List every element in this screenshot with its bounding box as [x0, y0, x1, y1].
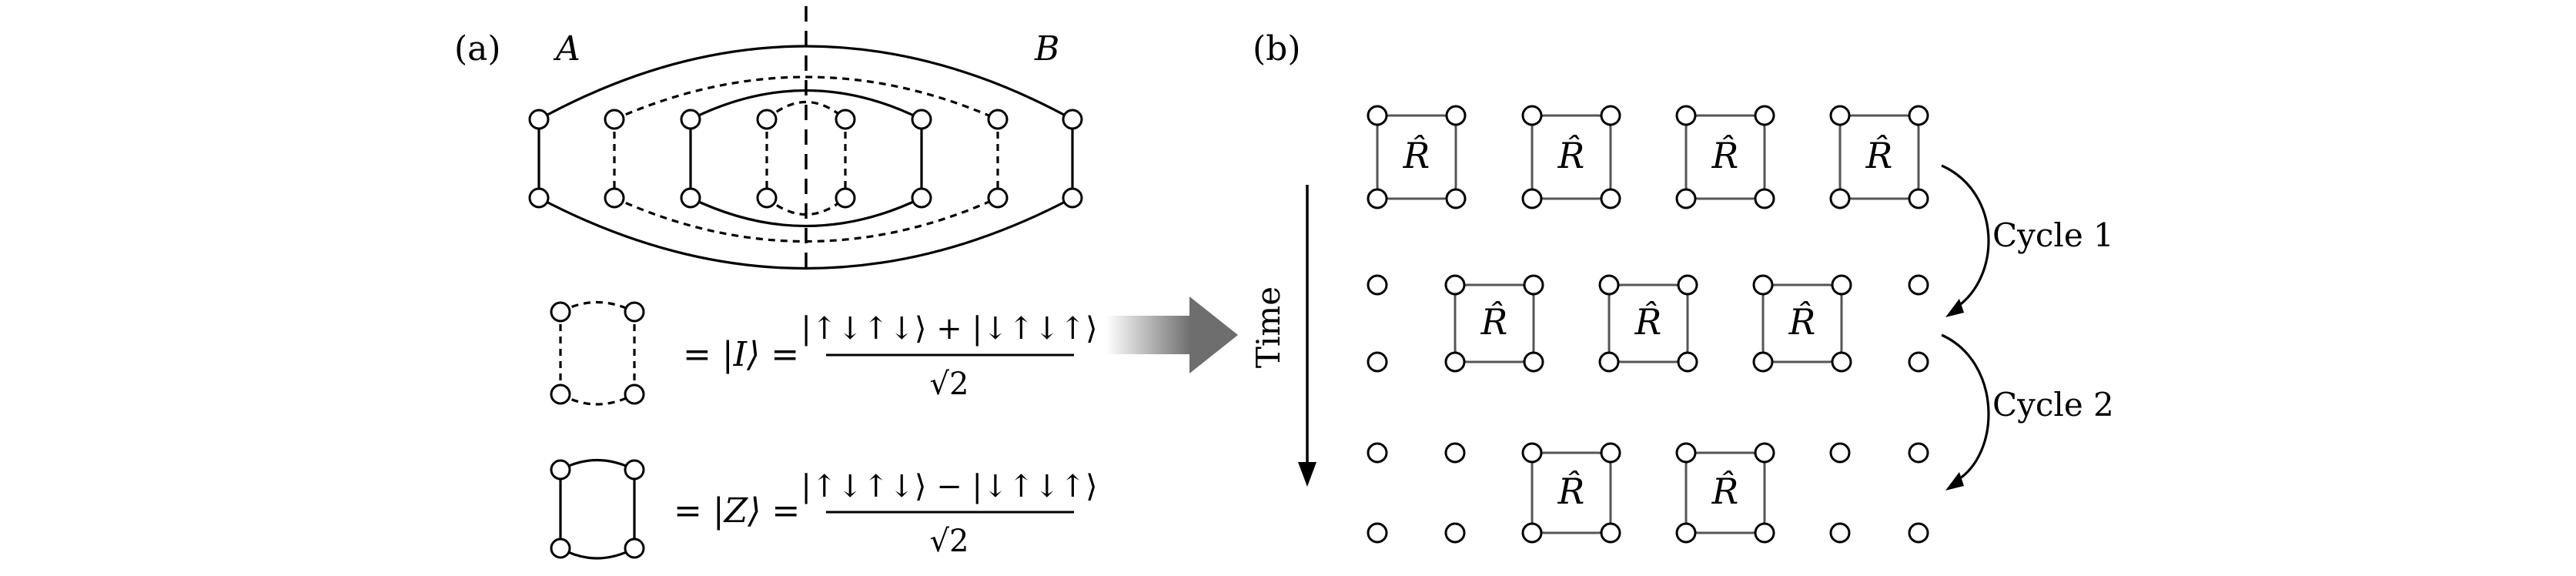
free-site: [1367, 442, 1388, 464]
r-operator: R̂: [1521, 442, 1621, 544]
free-site: [1908, 351, 1929, 373]
equation-i-denominator: √2: [930, 367, 969, 402]
cycle-2-label: Cycle 2: [1992, 386, 2114, 424]
equation-z-numerator: |↑↓↑↓⟩ − |↓↑↓↑⟩: [801, 469, 1097, 504]
r-operator: R̂: [1752, 274, 1852, 373]
r-operator-label: R̂: [1865, 135, 1893, 176]
panel-b-label: (b): [1253, 29, 1301, 69]
equation-z: = |Z⟩ = |↑↓↑↓⟩ − |↓↑↓↑⟩ √2: [674, 469, 1098, 559]
free-site: [1829, 442, 1851, 464]
panel-b: (b) Time R̂ R̂ R̂: [1250, 29, 2114, 544]
r-operator-label: R̂: [1557, 135, 1585, 176]
free-site: [1444, 442, 1466, 464]
r-operator: R̂: [1829, 105, 1929, 209]
row-1-operators: R̂ R̂ R̂ R̂: [1367, 105, 1929, 209]
cycle-1-arrow: [1941, 164, 1990, 317]
transition-arrow: [1106, 296, 1238, 373]
free-site: [1367, 351, 1388, 373]
legend-i-plaquette: [550, 301, 645, 406]
inner-i-pair: [765, 100, 847, 216]
equation-i: = |I⟩ = |↑↓↑↓⟩ + |↓↑↓↑⟩ √2: [683, 311, 1098, 402]
equation-i-numerator: |↑↓↑↓⟩ + |↓↑↓↑⟩: [801, 311, 1097, 347]
equation-i-lhs: = |I⟩ =: [683, 335, 799, 374]
equation-z-denominator: √2: [930, 524, 969, 559]
free-site: [1367, 274, 1388, 296]
free-site: [1908, 522, 1929, 544]
cycle-1-label: Cycle 1: [1992, 216, 2114, 254]
region-a-label: A: [553, 29, 580, 69]
r-operator-label: R̂: [1557, 471, 1585, 512]
r-operator: R̂: [1675, 105, 1775, 209]
free-site: [1367, 522, 1388, 544]
second-i-pair: [613, 75, 999, 243]
chain-sites: [528, 109, 1083, 209]
r-operator-label: R̂: [1480, 301, 1508, 343]
r-operator: R̂: [1367, 105, 1467, 209]
time-axis-arrowhead: [1298, 462, 1316, 487]
r-operator-label: R̂: [1634, 301, 1662, 343]
region-b-label: B: [1034, 29, 1059, 69]
free-site: [1908, 274, 1929, 296]
third-z-pair: [689, 89, 923, 228]
r-operator: R̂: [1598, 274, 1698, 373]
legend-z-plaquette: [550, 459, 645, 560]
r-operator: R̂: [1675, 442, 1775, 544]
equation-z-lhs: = |Z⟩ =: [674, 491, 800, 531]
cycle-2-arrow: [1941, 333, 1990, 491]
free-site: [1908, 442, 1929, 464]
free-site: [1829, 522, 1851, 544]
row-3: R̂ R̂: [1367, 442, 1929, 544]
r-operator: R̂: [1444, 274, 1544, 373]
time-label: Time: [1250, 286, 1287, 368]
free-site: [1444, 522, 1466, 544]
panel-a: (a) A B: [454, 6, 1098, 560]
r-operator-label: R̂: [1711, 135, 1739, 176]
row-2: R̂ R̂ R̂: [1367, 274, 1929, 373]
outer-z-pair: [537, 45, 1074, 270]
r-operator-label: R̂: [1788, 301, 1816, 343]
r-operator-label: R̂: [1403, 135, 1430, 176]
r-operator: R̂: [1521, 105, 1621, 209]
panel-a-label: (a): [454, 29, 501, 69]
r-operator-label: R̂: [1711, 471, 1739, 512]
